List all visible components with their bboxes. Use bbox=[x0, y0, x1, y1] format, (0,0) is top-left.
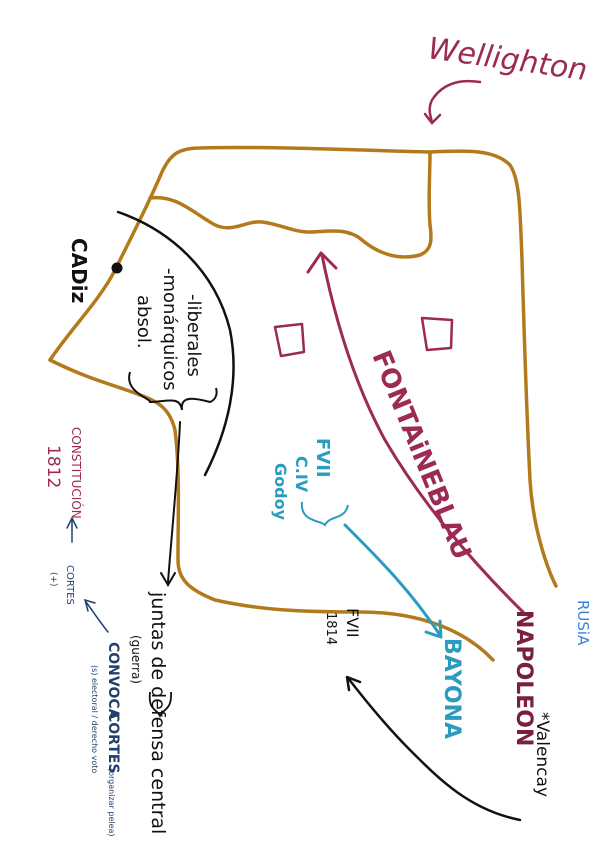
factions-bracket bbox=[128, 371, 218, 411]
cortes-main-label: CORTES bbox=[105, 712, 121, 774]
civ-label: C.IV bbox=[292, 456, 311, 493]
royals-bracket bbox=[300, 501, 349, 527]
sufragio-label: (s) electoral / derecho voto bbox=[90, 665, 99, 773]
cortes-chain-arrows bbox=[66, 516, 109, 633]
wellington-arrow bbox=[423, 79, 482, 125]
cadiz-label: CADiz bbox=[67, 238, 91, 303]
fontainebleau-arrow bbox=[306, 251, 525, 614]
region-markers bbox=[273, 316, 454, 358]
bayona-arrow bbox=[343, 523, 443, 639]
factions-to-juntas-arrow bbox=[160, 421, 181, 587]
region-square-1 bbox=[273, 322, 306, 358]
monarquicos-label: -monárquicos bbox=[159, 268, 180, 391]
godoy-label: Godoy bbox=[271, 463, 290, 521]
cortes-small-label: CORTES bbox=[64, 565, 75, 605]
region-square-2 bbox=[420, 316, 454, 352]
napoleon-label: NAPOLEON bbox=[511, 610, 536, 746]
bayona-label: BAYONA bbox=[439, 638, 464, 739]
fontainebleau-label: FONTAiNEBLAU bbox=[366, 346, 477, 564]
convoca-label: CONVOCA bbox=[105, 642, 121, 720]
cadiz-point bbox=[111, 262, 123, 274]
fvii-label-1: FVII bbox=[312, 438, 333, 478]
valencay-return-arrow bbox=[345, 675, 522, 822]
valencay-label: *Valencay bbox=[532, 712, 552, 797]
fvii-label-2: FVII bbox=[343, 608, 362, 638]
cortes-paren-label: (+) bbox=[48, 572, 58, 587]
juntas-bracket bbox=[148, 691, 172, 719]
constitucion-label: CONSTITUCIÓN bbox=[69, 427, 84, 519]
wellington-label: Wellighton bbox=[426, 31, 590, 88]
juntas-label: juntas de defensa central bbox=[147, 591, 169, 834]
guerra-label: (guerra) bbox=[129, 635, 143, 684]
year-1812-label: 1812 bbox=[43, 445, 63, 488]
cadiz-boundary-line bbox=[116, 210, 235, 477]
year-1814-label: 1814 bbox=[323, 612, 338, 645]
liberales-label: -liberales bbox=[183, 294, 204, 377]
absol-label: absol. bbox=[133, 295, 154, 349]
rusia-label: RUSiA bbox=[574, 600, 592, 646]
cortes-note-label: (organizar pelea) bbox=[107, 768, 116, 837]
peninsula-outline bbox=[48, 145, 558, 662]
